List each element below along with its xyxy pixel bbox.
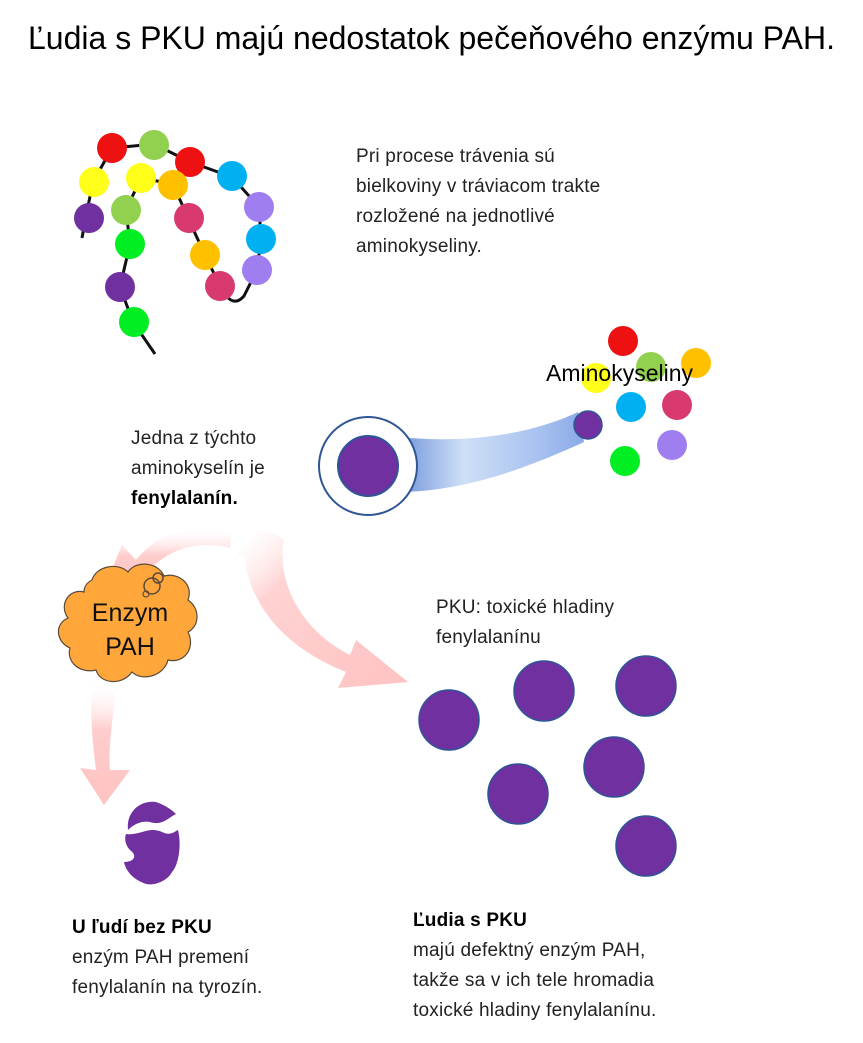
pku-line: majú defektný enzým PAH, (413, 940, 646, 961)
arrow-to-tyrosine (80, 680, 130, 805)
amino-dot (681, 348, 711, 378)
amino-bead (105, 272, 135, 302)
enzyme-line: Enzym (91, 599, 169, 627)
amino-bead (97, 133, 127, 163)
amino-bead (119, 307, 149, 337)
no-pku-line: fenylalanín na tyrozín. (72, 977, 263, 998)
free-amino-acids (581, 326, 711, 476)
pku-toxic-text: PKU: toxické hladiny fenylalanínu (436, 593, 614, 653)
phe-bold: fenylalanín. (131, 488, 238, 509)
amino-dot (608, 326, 638, 356)
amino-dot (662, 390, 692, 420)
enzyme-cloud (57, 563, 198, 683)
arrow-to-pku (236, 530, 408, 688)
page-title: Ľudia s PKU majú nedostatok pečeňového e… (28, 20, 835, 56)
amino-dot (581, 363, 611, 393)
amino-dot (616, 392, 646, 422)
phe-circle (583, 736, 645, 798)
amino-bead (126, 163, 156, 193)
amino-bead (158, 170, 188, 200)
pku-line: toxické hladiny fenylalanínu. (413, 1000, 657, 1021)
amino-bead (79, 167, 109, 197)
amino-dot (610, 446, 640, 476)
enzyme-line: PAH (105, 633, 155, 661)
amino-dot (657, 430, 687, 460)
amino-dot (636, 352, 666, 382)
pku-line: takže sa v ich tele hromadia (413, 970, 655, 991)
phe-circle (615, 815, 677, 877)
amino-bead (190, 240, 220, 270)
digestion-line: rozložené na jednotlivé (356, 206, 555, 227)
no-pku-text: U ľudí bez PKU enzým PAH premení fenylal… (72, 913, 263, 1003)
digestion-line: aminokyseliny. (356, 236, 482, 257)
pku-toxic-line: PKU: toxické hladiny (436, 597, 615, 618)
digestion-text: Pri procese trávenia sú bielkoviny v trá… (356, 142, 600, 262)
pku-toxic-line: fenylalanínu (436, 627, 541, 648)
amino-bead (217, 161, 247, 191)
phenylalanine-large (337, 435, 399, 497)
enzyme-label: Enzym PAH (80, 596, 180, 664)
digestion-line: bielkoviny v tráviacom trakte (356, 176, 601, 197)
digestion-line: Pri procese trávenia sú (356, 146, 555, 167)
phe-circle (615, 655, 677, 717)
amino-bead (205, 271, 235, 301)
no-pku-bold: U ľudí bez PKU (72, 917, 212, 938)
amino-acids-label: Aminokyseliny (546, 360, 693, 386)
phe-circle (513, 660, 575, 722)
magnify-beam (318, 410, 603, 516)
phenylalanine-text: Jedna z týchto aminokyselín je fenylalan… (131, 424, 265, 514)
phe-circle (418, 689, 480, 751)
phe-line: aminokyselín je (131, 458, 265, 479)
amino-bead (244, 192, 274, 222)
amino-bead (139, 130, 169, 160)
no-pku-line: enzým PAH premení (72, 947, 250, 968)
phe-circle (487, 763, 549, 825)
amino-bead (111, 195, 141, 225)
amino-bead (115, 229, 145, 259)
pku-text: Ľudia s PKU majú defektný enzým PAH, tak… (413, 906, 656, 1026)
amino-bead (175, 147, 205, 177)
phe-line: Jedna z týchto (131, 428, 257, 449)
small-phenylalanine-dot (573, 410, 603, 440)
tyrosine-shape (124, 801, 180, 885)
amino-bead (246, 224, 276, 254)
amino-bead (242, 255, 272, 285)
protein-chain (74, 130, 276, 355)
pku-phenylalanine-cluster (418, 655, 677, 877)
amino-bead (174, 203, 204, 233)
amino-bead (74, 203, 104, 233)
pku-bold: Ľudia s PKU (413, 910, 528, 931)
